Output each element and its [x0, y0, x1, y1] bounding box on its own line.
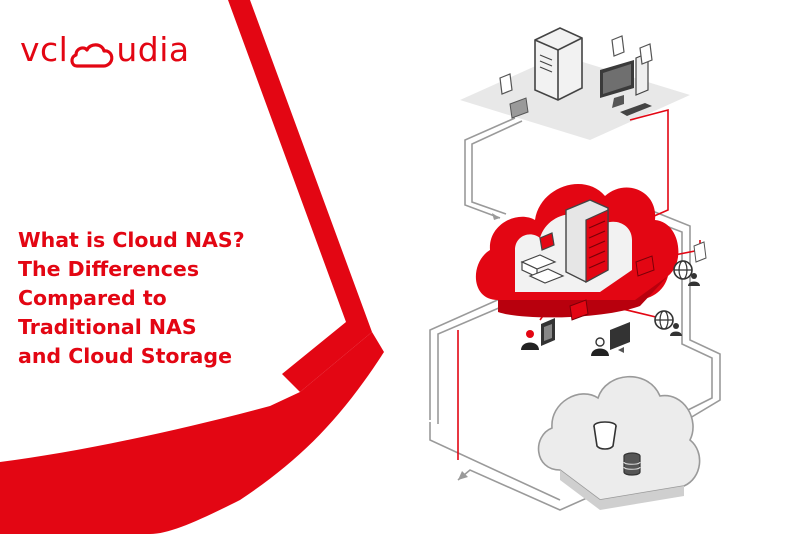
cloud-nas-illustration — [429, 27, 721, 511]
red-stripe-upper — [228, 0, 372, 392]
headline-line-3: Compared to — [18, 286, 167, 310]
headline-line-4: Traditional NAS — [18, 315, 197, 339]
user-monitor-icon — [591, 322, 630, 356]
storage-cloud-icon — [537, 375, 701, 510]
bucket-icon — [593, 421, 617, 450]
globe-user-icon-2 — [654, 310, 682, 336]
database-icon — [623, 452, 641, 476]
folder-icon — [509, 97, 529, 119]
red-folder-icon — [569, 241, 707, 321]
globe-user-icon — [673, 260, 700, 286]
server-tower-icon — [534, 27, 583, 101]
headline-line-2: The Differences — [18, 257, 200, 281]
document-icon — [499, 35, 653, 95]
red-stripe-lower — [0, 332, 384, 534]
logo-text-left: vcl — [20, 30, 69, 69]
brand-logo[interactable]: vcl udia — [20, 26, 190, 70]
logo-cloud-icon — [70, 43, 114, 68]
storage-blocks — [520, 232, 565, 284]
headline-line-5: and Cloud Storage — [18, 344, 232, 368]
article-headline: What is Cloud NAS? The Differences Compa… — [18, 226, 338, 371]
user-laptop-icon — [521, 318, 555, 350]
server-rack-icon — [565, 199, 609, 284]
desktop-computer-icon — [600, 52, 652, 116]
headline-line-1: What is Cloud NAS? — [18, 228, 245, 252]
logo-text-right: udia — [116, 30, 190, 69]
